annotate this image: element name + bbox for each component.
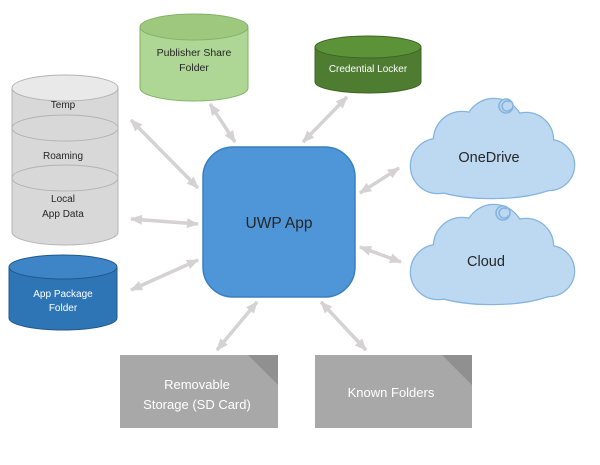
known-folders-label: Known Folders — [348, 385, 435, 400]
publisher-share-folder-node — [139, 13, 249, 102]
uwp-app-box — [202, 146, 356, 298]
app-package-folder-label-line1: App Package — [33, 289, 93, 300]
app-package-folder-body — [8, 266, 118, 331]
app-package-folder-node — [8, 254, 118, 331]
known-folders-fold — [442, 355, 472, 385]
known-folders-box — [315, 355, 472, 428]
onedrive-label: OneDrive — [458, 150, 519, 166]
known-folders-node: Known Folders — [315, 355, 472, 428]
publisher-share-folder-label-line2: Folder — [179, 62, 209, 74]
swirl-curl — [501, 100, 513, 112]
credential-locker-node — [314, 35, 422, 94]
removable-storage-label-line1: Removable — [164, 377, 230, 392]
publisher-share-folder-label-line1: Publisher Share — [157, 47, 232, 59]
uwp-app-label: UWP App — [246, 215, 313, 232]
storage-stack-node — [11, 74, 119, 246]
removable-storage-label-line2: Storage (SD Card) — [143, 397, 251, 412]
removable-storage-node: Removable Storage (SD Card) — [120, 355, 278, 428]
cloud-label: Cloud — [467, 254, 505, 270]
local-app-data-label-line2: App Data — [42, 209, 84, 220]
arrow-uwp-credential-locker — [301, 95, 349, 144]
local-app-data-label-line1: Local — [51, 194, 75, 205]
cloud-node: Cloud — [409, 203, 576, 306]
arrow-uwp-removable-storage — [215, 300, 259, 352]
arrow-uwp-known-folders — [319, 300, 368, 352]
app-package-folder-top — [8, 254, 118, 280]
storage-stack-top — [11, 74, 119, 102]
arrow-uwp-publisher-share — [208, 103, 237, 143]
onedrive-cloud-fill — [411, 99, 574, 198]
storage-stack-rim-lower — [11, 164, 119, 192]
arrow-uwp-local-app-data — [130, 214, 199, 229]
swirl-icon — [495, 205, 511, 221]
credential-locker-label: Credential Locker — [329, 64, 408, 75]
arrow-uwp-temp-roaming — [129, 118, 200, 190]
credential-locker-body — [314, 46, 422, 94]
onedrive-node: OneDrive — [409, 97, 576, 200]
swirl-curl — [498, 207, 510, 219]
arrow-uwp-app-package — [130, 258, 199, 292]
storage-stack-rim-upper — [11, 114, 119, 142]
credential-locker-top — [314, 35, 422, 59]
connector-arrows — [129, 95, 402, 352]
uwp-app-node: UWP App — [202, 146, 356, 298]
removable-storage-fold — [248, 355, 278, 385]
roaming-label: Roaming — [43, 151, 83, 162]
app-package-folder-label-line2: Folder — [49, 303, 78, 314]
publisher-share-folder-body — [139, 26, 249, 102]
removable-storage-box — [120, 355, 278, 428]
arrow-uwp-onedrive — [359, 166, 400, 195]
swirl-icon — [498, 98, 514, 114]
temp-label: Temp — [51, 100, 76, 111]
arrow-uwp-cloud — [359, 245, 402, 264]
publisher-share-folder-top — [139, 13, 249, 41]
